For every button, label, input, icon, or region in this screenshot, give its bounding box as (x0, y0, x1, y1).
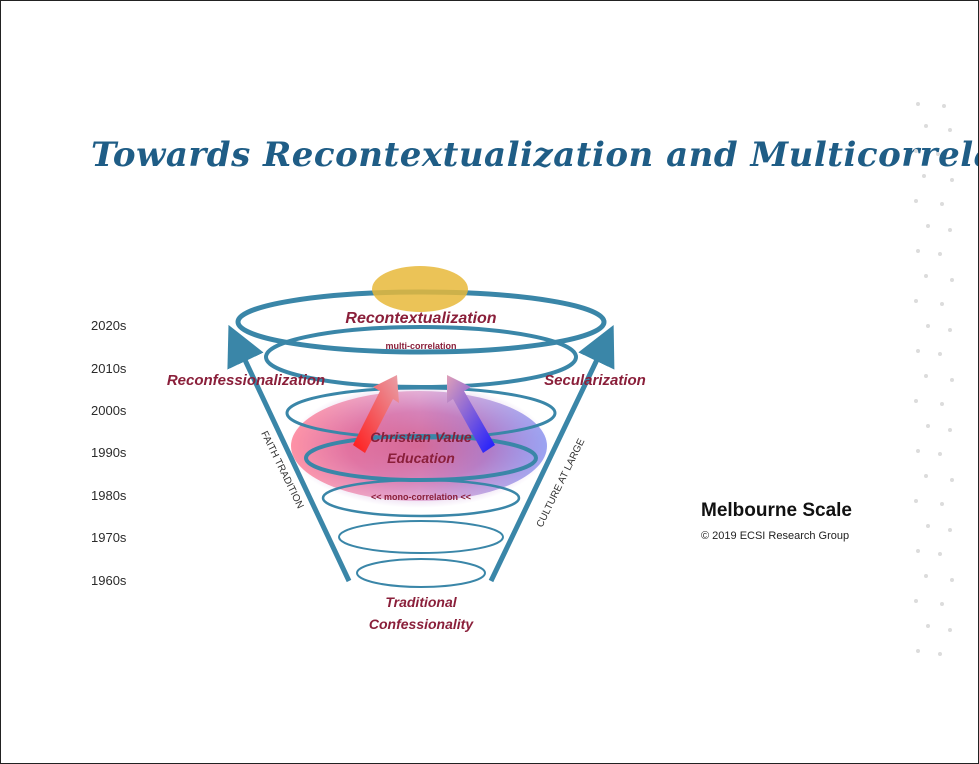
education-label: Education (387, 450, 455, 466)
slide-title: Towards Recontextualization and Multicor… (91, 135, 979, 175)
decade-label-1980s: 1980s (91, 488, 127, 503)
decade-label-1970s: 1970s (91, 530, 127, 545)
reconfessionalization-label: Reconfessionalization (167, 372, 325, 389)
glow-gradient (291, 391, 547, 501)
multi-correlation-label: multi-correlation (385, 341, 456, 351)
ring-1990s (304, 434, 538, 482)
decade-label-1960s: 1960s (91, 573, 127, 588)
decade-label-2000s: 2000s (91, 403, 127, 418)
red-arrow (353, 375, 399, 453)
top-highlight (372, 266, 468, 312)
christian-value-label: Christian Value (370, 429, 472, 445)
culture-line (488, 324, 615, 583)
faith-tradition-line (227, 324, 352, 583)
recontextualization-label: Recontextualization (345, 310, 496, 327)
decorative-dots (914, 102, 954, 656)
secularization-label: Secularization (544, 372, 646, 389)
confessionality-label: Confessionality (369, 616, 474, 632)
blue-arrow (447, 375, 495, 453)
decade-label-2020s: 2020s (91, 318, 127, 333)
mono-correlation-label: << mono-correlation << (371, 492, 471, 502)
traditional-label: Traditional (385, 594, 457, 610)
ring-1970s (338, 520, 504, 554)
melbourne-scale-label: Melbourne Scale (701, 500, 852, 521)
copyright-text: © 2019 ECSI Research Group (701, 530, 850, 542)
ring-1960s (356, 558, 486, 588)
decade-label-1990s: 1990s (91, 445, 127, 460)
decade-label-2010s: 2010s (91, 361, 127, 376)
ring-2010s (264, 325, 578, 389)
